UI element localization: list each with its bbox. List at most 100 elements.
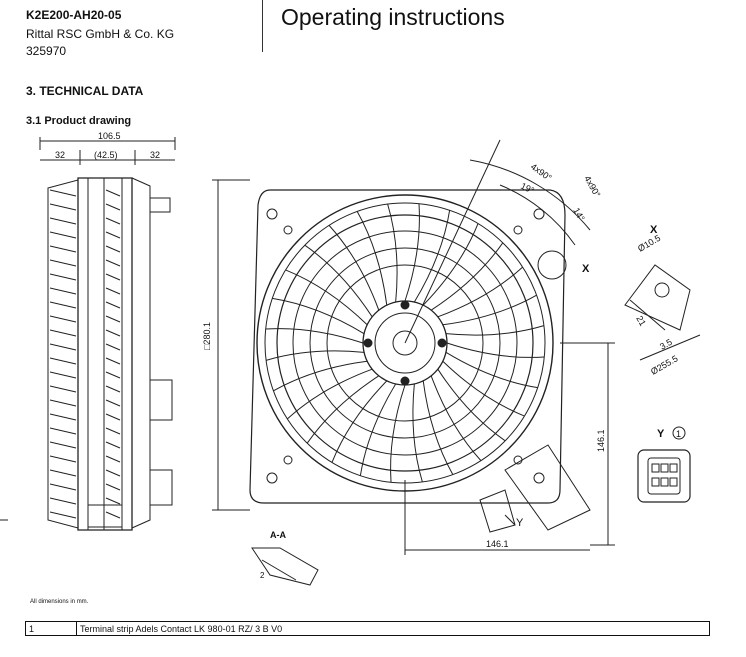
- angle-4x90-b: 4x90°: [582, 174, 602, 199]
- section-heading: 3. TECHNICAL DATA: [26, 84, 144, 98]
- side-rib: [105, 315, 121, 323]
- side-rib: [49, 217, 77, 225]
- label-y-arrow: Y: [516, 517, 524, 529]
- side-rib: [49, 469, 77, 477]
- side-rib: [105, 203, 121, 211]
- angle-4x90-a: 4x90°: [529, 161, 554, 183]
- section-dim: 2: [260, 571, 265, 580]
- side-rib: [105, 497, 121, 505]
- footnote: All dimensions in mm.: [30, 599, 89, 605]
- fan-spoke: [412, 383, 423, 483]
- dim-middle: (42.5): [94, 150, 118, 160]
- dim-total-width: 106.5: [98, 131, 121, 141]
- front-view: □280.1 X Y 4x90° 4x90° 19° 14°: [202, 139, 615, 555]
- side-view: 106.5 32 (42.5) 32: [39, 131, 176, 531]
- fan-spoke: [356, 211, 388, 306]
- dim-21: 21: [634, 314, 648, 328]
- view-y: Y 1: [637, 426, 691, 503]
- side-rib: [105, 231, 121, 239]
- fan-spoke: [390, 384, 406, 483]
- label-y-circle: 1: [676, 429, 681, 439]
- fan-spoke: [430, 242, 504, 311]
- side-rib: [49, 427, 77, 435]
- fan-spoke: [272, 297, 365, 335]
- fan-spoke: [445, 351, 538, 389]
- fan-spoke: [422, 223, 479, 306]
- side-rib: [105, 441, 121, 449]
- side-rib: [49, 259, 77, 267]
- fan-spoke: [331, 380, 388, 463]
- fan-spoke: [445, 325, 545, 336]
- dim-146-vertical: 146.1: [596, 429, 606, 452]
- part-number: 325970: [26, 44, 67, 58]
- side-rib: [49, 273, 77, 281]
- side-rib: [105, 189, 121, 197]
- dim-circle: Ø255.5: [649, 353, 680, 376]
- side-rib: [105, 245, 121, 253]
- side-rib: [49, 245, 77, 253]
- fan-spoke: [359, 383, 397, 476]
- side-rib: [105, 399, 121, 407]
- fan-spoke: [265, 350, 365, 361]
- side-rib: [105, 427, 121, 435]
- fan-spoke: [446, 342, 545, 358]
- side-rib: [105, 455, 121, 463]
- document-code: K2E200-AH20-05: [26, 8, 122, 22]
- side-rib: [49, 511, 77, 519]
- dim-left: 32: [55, 150, 65, 160]
- fan-spoke: [430, 375, 482, 461]
- side-rib: [105, 483, 121, 491]
- side-rib: [105, 343, 121, 351]
- dim-square: □280.1: [202, 322, 212, 350]
- fan-spoke: [273, 360, 368, 392]
- fan-spoke: [328, 225, 380, 311]
- side-rib: [49, 189, 77, 197]
- label-y-view: Y: [657, 428, 665, 440]
- section-a-a: A-A 2: [251, 530, 319, 586]
- product-drawing: 106.5 32 (42.5) 32 □280.1: [0, 131, 701, 586]
- side-rib: [49, 399, 77, 407]
- company-name: Rittal RSC GmbH & Co. KG: [26, 27, 175, 41]
- detail-x: X Ø10.5 21 3.5 Ø255.5: [624, 224, 701, 377]
- side-rib: [49, 385, 77, 393]
- side-rib: [49, 497, 77, 505]
- side-rib: [105, 287, 121, 295]
- dim-right: 32: [150, 150, 160, 160]
- fan-spoke: [306, 375, 380, 444]
- terminal-table: 1 Terminal strip Adels Contact LK 980-01…: [25, 621, 710, 636]
- side-rib: [49, 441, 77, 449]
- angle-14: 14°: [571, 206, 587, 223]
- fan-spoke: [422, 380, 454, 475]
- side-rib: [105, 217, 121, 225]
- fan-spoke: [442, 360, 525, 417]
- side-rib: [49, 413, 77, 421]
- side-rib: [49, 343, 77, 351]
- fan-spoke: [304, 244, 373, 318]
- side-rib: [105, 469, 121, 477]
- fan-spoke: [265, 328, 364, 344]
- label-x-detail: X: [650, 224, 658, 236]
- side-rib: [105, 511, 121, 519]
- fan-spoke: [437, 368, 506, 442]
- page-title: Operating instructions: [281, 4, 505, 30]
- side-rib: [49, 315, 77, 323]
- side-rib: [105, 385, 121, 393]
- side-rib: [105, 329, 121, 337]
- header-separator: [262, 0, 263, 52]
- fan-spoke: [404, 203, 420, 302]
- fan-spoke: [413, 210, 451, 303]
- fan-spoke: [287, 368, 373, 420]
- fan-spoke: [285, 269, 368, 326]
- side-rib: [105, 413, 121, 421]
- side-rib: [49, 287, 77, 295]
- side-rib: [49, 231, 77, 239]
- side-rib: [105, 273, 121, 281]
- side-rib: [49, 455, 77, 463]
- side-rib: [105, 301, 121, 309]
- side-rib: [49, 203, 77, 211]
- fan-spoke: [387, 203, 398, 303]
- fan-spoke: [437, 266, 523, 318]
- side-rib: [49, 301, 77, 309]
- side-rib: [49, 483, 77, 491]
- side-rib: [105, 357, 121, 365]
